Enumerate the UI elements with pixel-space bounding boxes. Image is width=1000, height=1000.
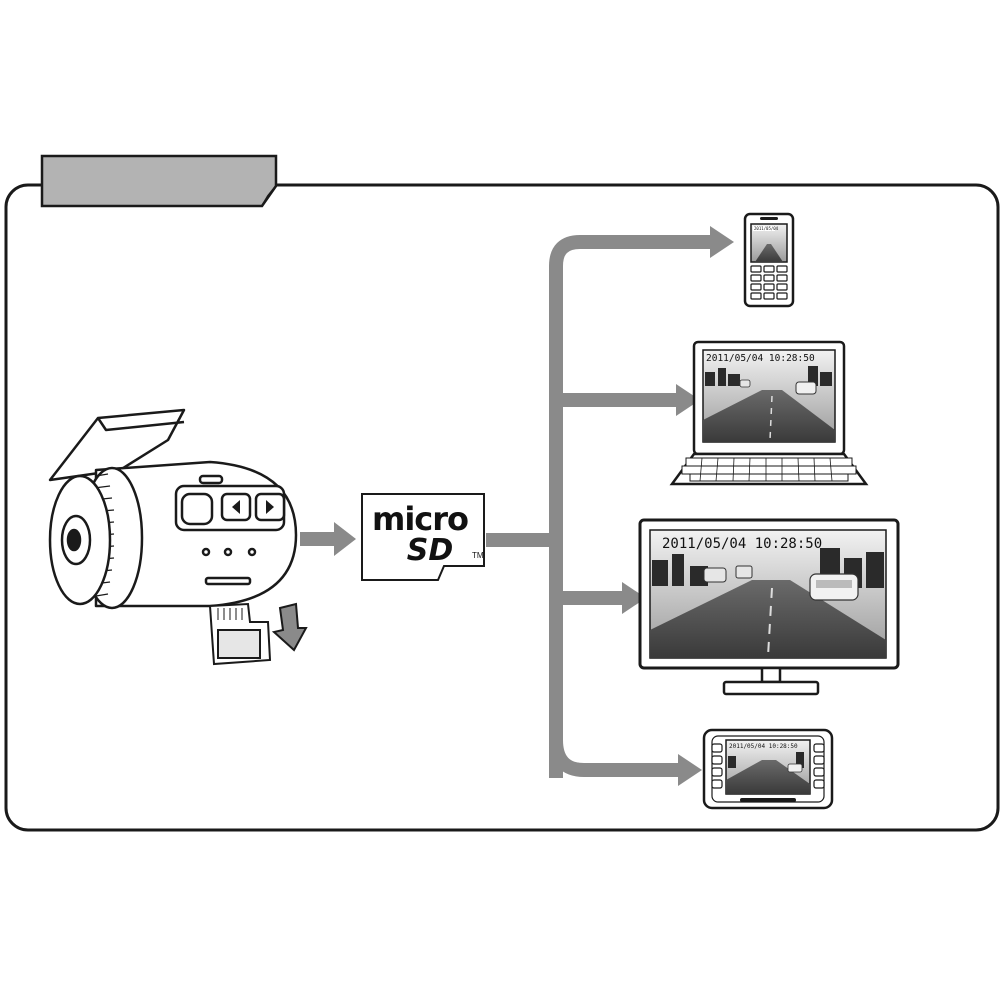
mobile-phone-icon: 2011/05/04 <box>743 212 795 308</box>
micro-sd-logo-card: micro SD TM <box>361 493 485 581</box>
laptop-timestamp: 2011/05/04 10:28:50 <box>706 353 815 364</box>
car-stereo-icon: 2011/05/04 10:28:50 <box>702 728 834 810</box>
laptop-icon: 2011/05/04 10:28:50 <box>669 340 869 486</box>
micro-sd-card-small-icon <box>208 602 272 666</box>
camera-to-card-arrow <box>300 522 356 556</box>
eject-arrow <box>271 602 308 652</box>
monitor-timestamp: 2011/05/04 10:28:50 <box>662 536 822 552</box>
dash-camera-icon <box>48 408 298 610</box>
micro-sd-logo-top: micro <box>372 500 468 538</box>
arrow-head-phone <box>710 226 734 258</box>
arrow-heads <box>622 226 734 786</box>
car-stereo-timestamp: 2011/05/04 10:28:50 <box>729 743 798 750</box>
micro-sd-trademark: TM <box>472 551 484 560</box>
header-tab <box>40 154 278 208</box>
laptop-keyboard <box>681 457 857 482</box>
phone-timestamp: 2011/05/04 <box>754 226 779 231</box>
micro-sd-logo-bottom: SD <box>407 533 454 568</box>
arrow-head-monitor <box>622 582 646 614</box>
distribution-arrows <box>486 235 712 778</box>
monitor-icon: 2011/05/04 10:28:50 <box>638 518 900 696</box>
arrow-head-laptop <box>676 384 700 416</box>
arrow-head-car <box>678 754 702 786</box>
